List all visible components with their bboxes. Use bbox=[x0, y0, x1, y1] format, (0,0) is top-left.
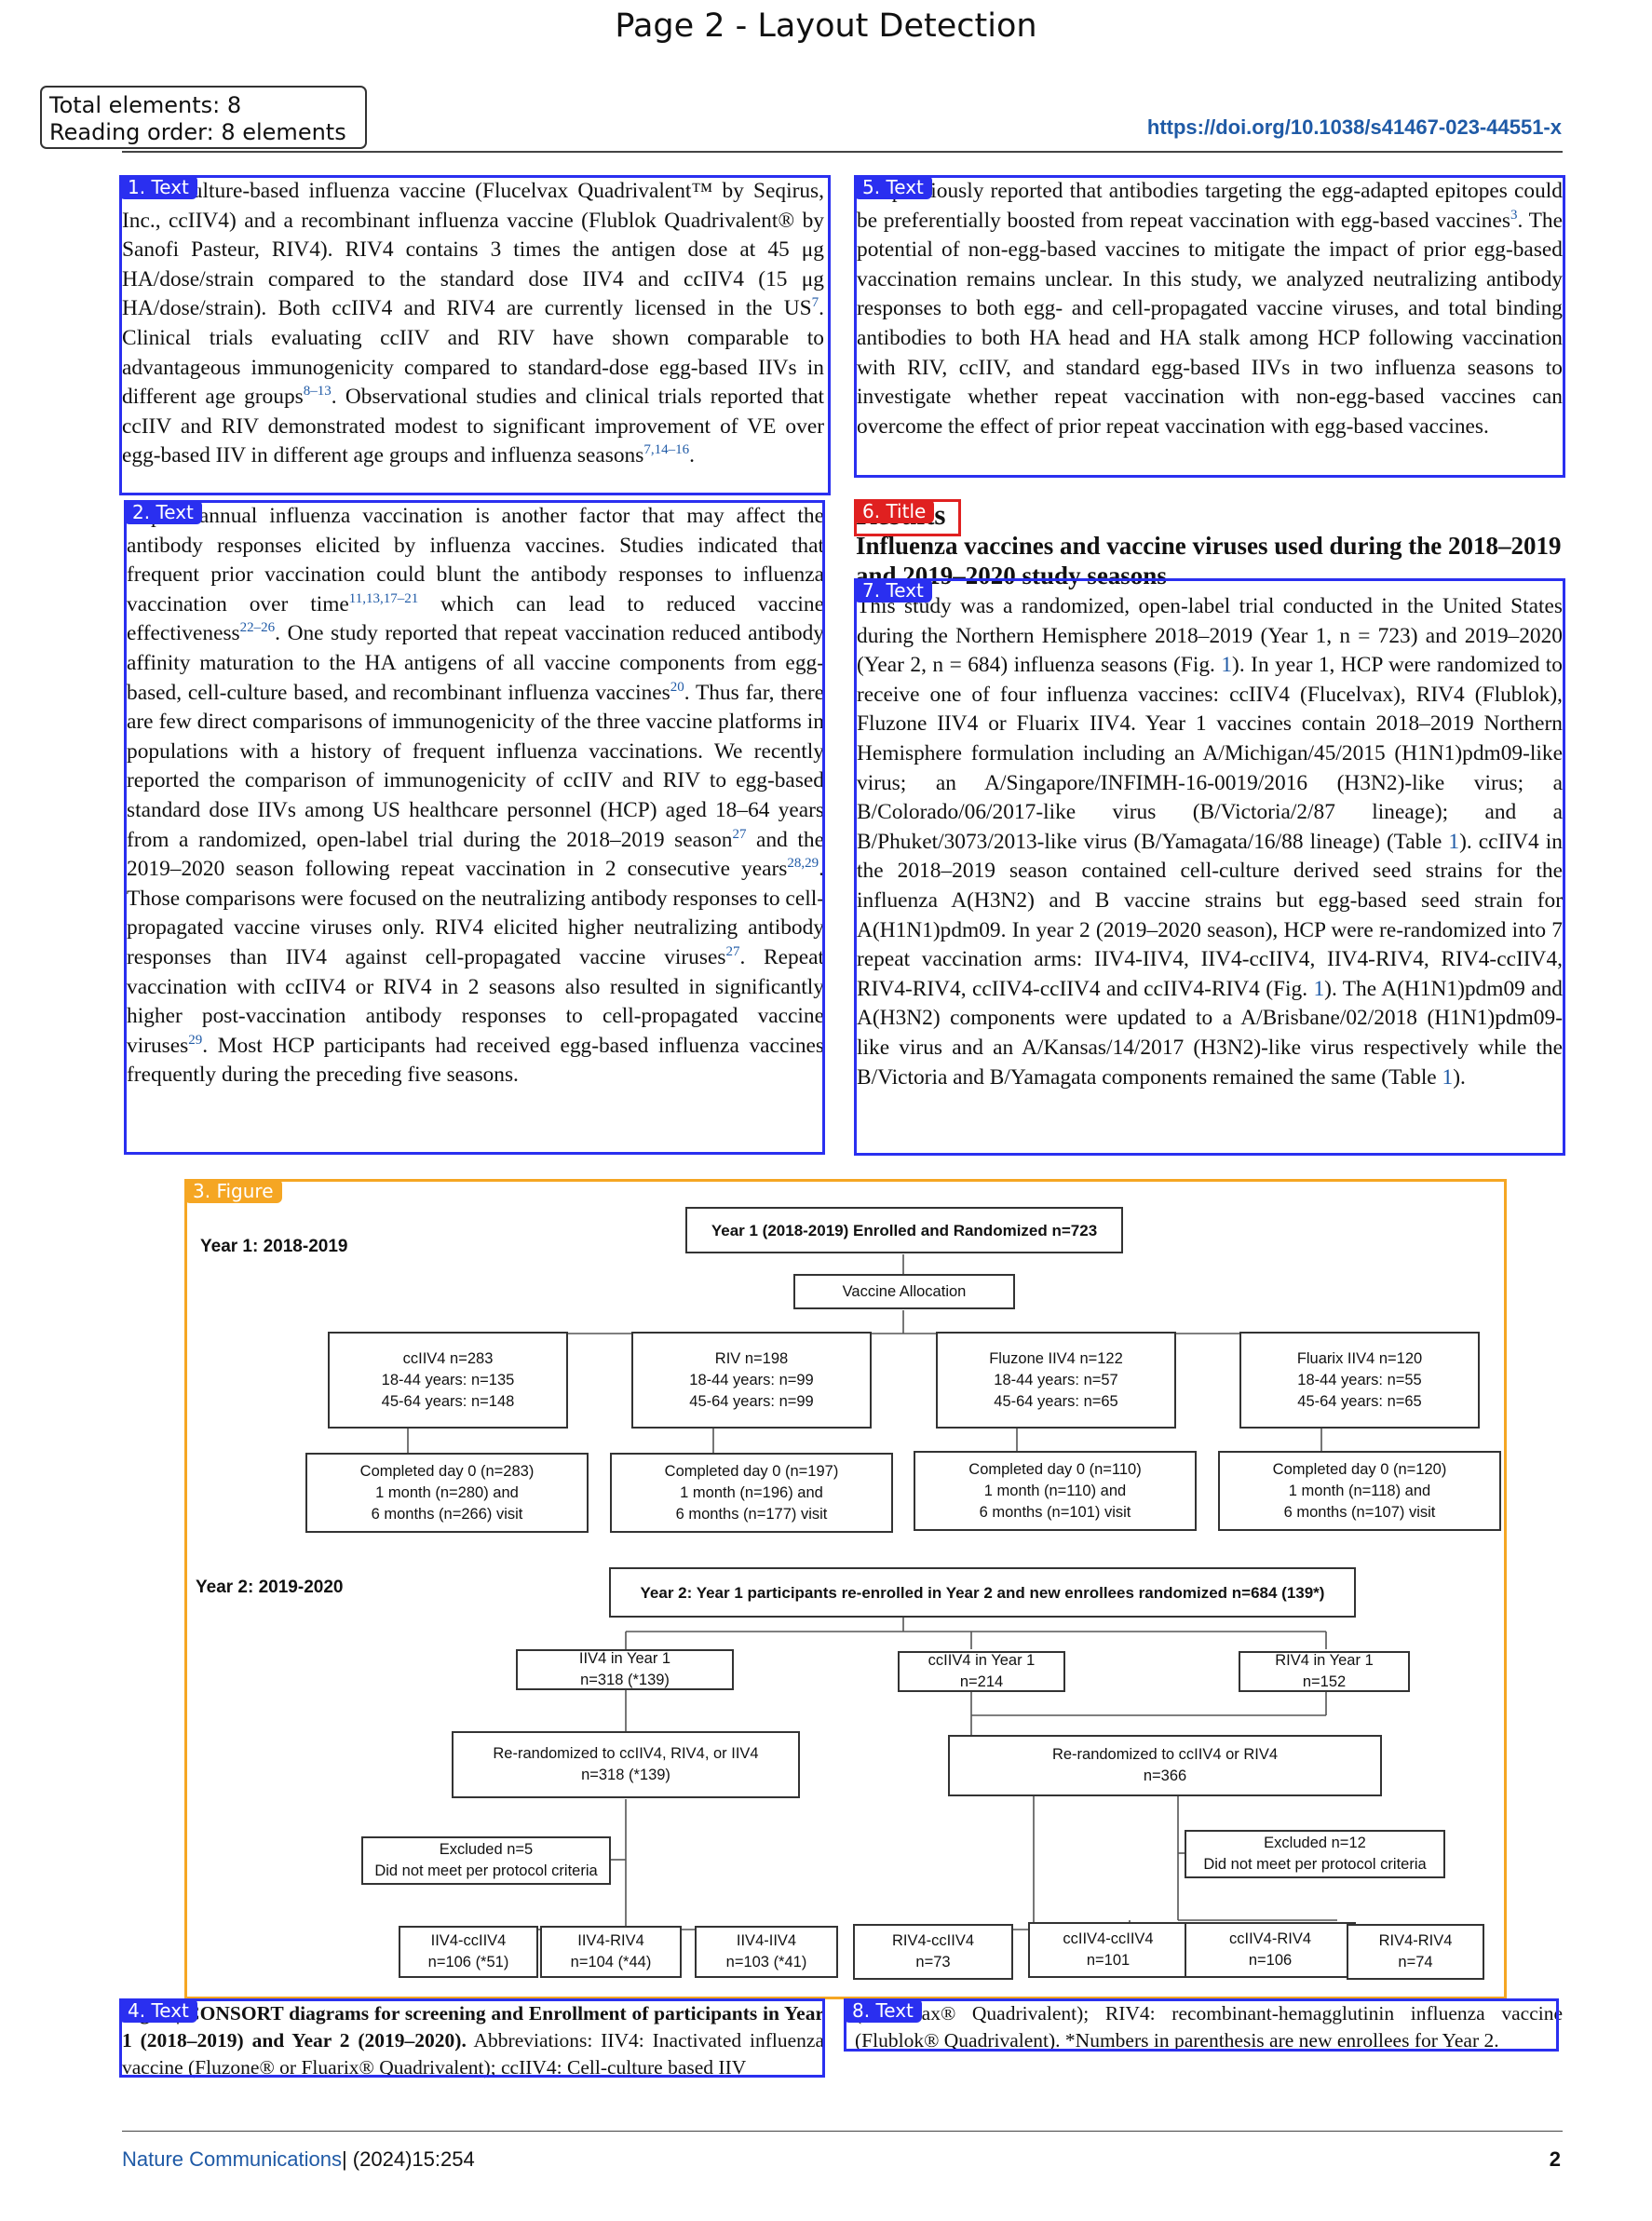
right-paragraph-2: This study was a randomized, open-label … bbox=[857, 594, 1563, 1090]
stats-panel: Total elements: 8 Reading order: 8 eleme… bbox=[40, 86, 367, 149]
visualization-title: Page 2 - Layout Detection bbox=[615, 7, 1037, 45]
consort-flowchart: Year 1: 2018-2019 Year 1 (2018-2019) Enr… bbox=[186, 1175, 1505, 1985]
footer-rule bbox=[122, 2131, 1563, 2132]
left-paragraph-2: Repeat annual influenza vaccination is a… bbox=[127, 504, 824, 1088]
year1-label: Year 1: 2018-2019 bbox=[200, 1237, 348, 1256]
reading-order: Reading order: 8 elements bbox=[49, 119, 346, 145]
header-rule bbox=[122, 151, 1563, 153]
year2-enrolled-box: Year 2: Year 1 participants re-enrolled … bbox=[609, 1567, 1356, 1618]
year1-enrolled-box: Year 1 (2018-2019) Enrolled and Randomiz… bbox=[685, 1207, 1123, 1253]
doi-link[interactable]: https://doi.org/10.1038/s41467-023-44551… bbox=[1146, 115, 1562, 139]
figure-caption-left: Fig. 1 | CONSORT diagrams for screening … bbox=[122, 2002, 824, 2079]
section-heading: Results bbox=[856, 498, 946, 531]
vaccine-allocation-box: Vaccine Allocation bbox=[793, 1274, 1015, 1309]
footer-citation: Nature Communications| (2024)15:254 bbox=[122, 2147, 475, 2171]
completed-fluzone-box: Completed day 0 (n=110)1 month (n=110) a… bbox=[914, 1451, 1197, 1531]
completed-ccIIV4-box: Completed day 0 (n=283)1 month (n=280) a… bbox=[305, 1453, 589, 1533]
completed-RIV-box: Completed day 0 (n=197)1 month (n=196) a… bbox=[610, 1453, 893, 1533]
total-elements: Total elements: 8 bbox=[49, 92, 242, 118]
figure-caption-right: (Flucelvax® Quadrivalent); RIV4: recombi… bbox=[855, 2002, 1563, 2052]
year2-label: Year 2: 2019-2020 bbox=[196, 1578, 344, 1597]
page-number: 2 bbox=[1549, 2147, 1561, 2171]
right-paragraph-1: We previously reported that antibodies t… bbox=[857, 179, 1563, 439]
left-paragraph-1: a cell culture-based influenza vaccine (… bbox=[122, 179, 824, 468]
completed-fluarix-box: Completed day 0 (n=120)1 month (n=118) a… bbox=[1218, 1451, 1501, 1531]
section-subheading: Influenza vaccines and vaccine viruses u… bbox=[856, 532, 1562, 589]
